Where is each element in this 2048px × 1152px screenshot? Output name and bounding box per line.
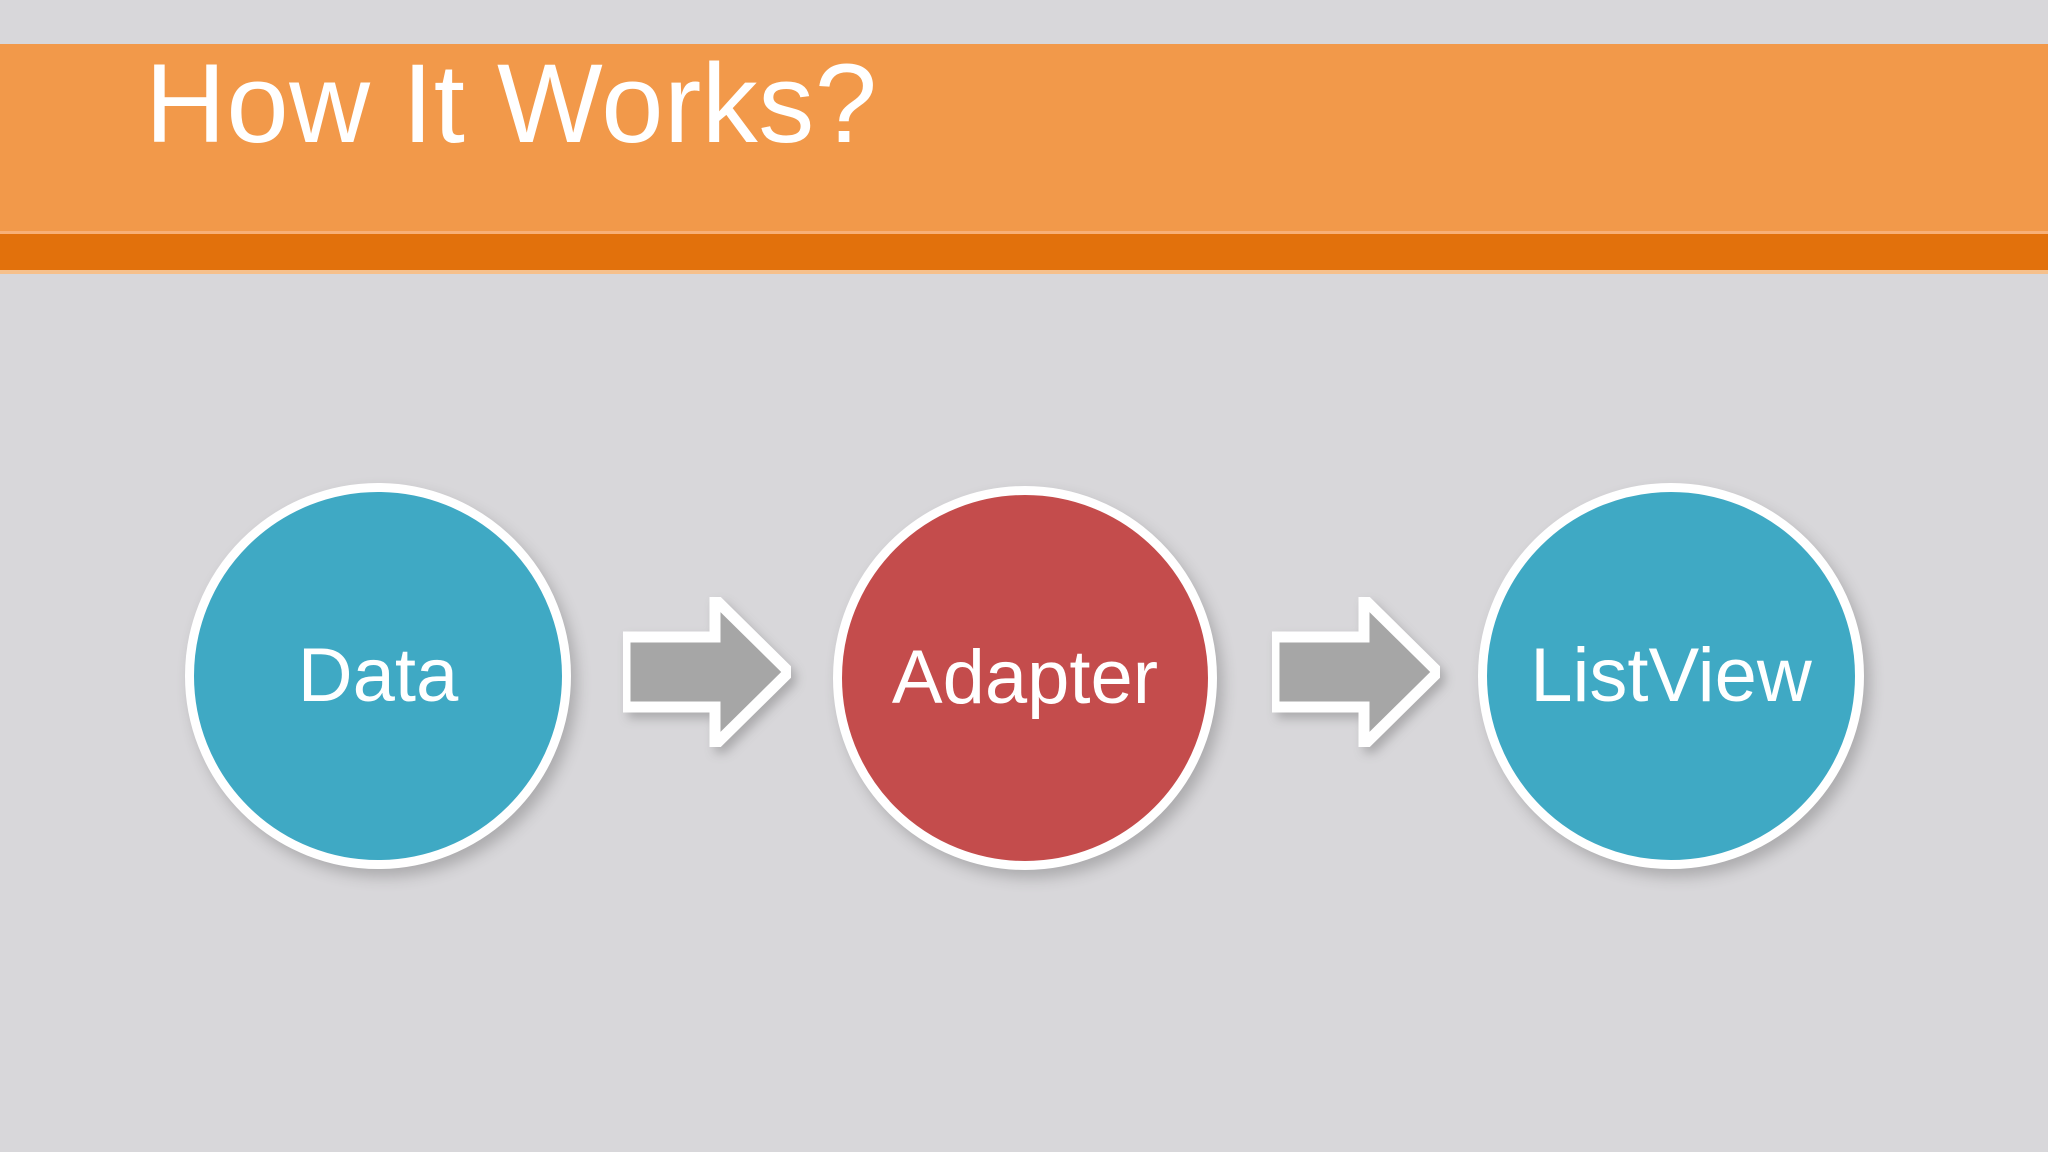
title-hairline-divider bbox=[0, 231, 2048, 234]
arrow-right-icon-adapter-to-listview bbox=[1272, 597, 1440, 747]
page-title: How It Works? bbox=[145, 41, 878, 166]
flow-node-adapter[interactable]: Adapter bbox=[833, 486, 1217, 870]
title-band bbox=[0, 44, 2048, 233]
arrow-right-icon-data-to-adapter bbox=[623, 597, 791, 747]
flow-node-data[interactable]: Data bbox=[185, 483, 571, 869]
flow-node-adapter-label: Adapter bbox=[891, 635, 1159, 720]
flow-node-listview-label: ListView bbox=[1530, 633, 1812, 718]
flow-node-data-label: Data bbox=[297, 633, 459, 718]
flow-diagram: Data Adapter ListView bbox=[0, 274, 2048, 1152]
flow-node-listview[interactable]: ListView bbox=[1478, 483, 1864, 869]
title-accent-highlight bbox=[0, 270, 2048, 274]
title-accent-bar bbox=[0, 234, 2048, 270]
